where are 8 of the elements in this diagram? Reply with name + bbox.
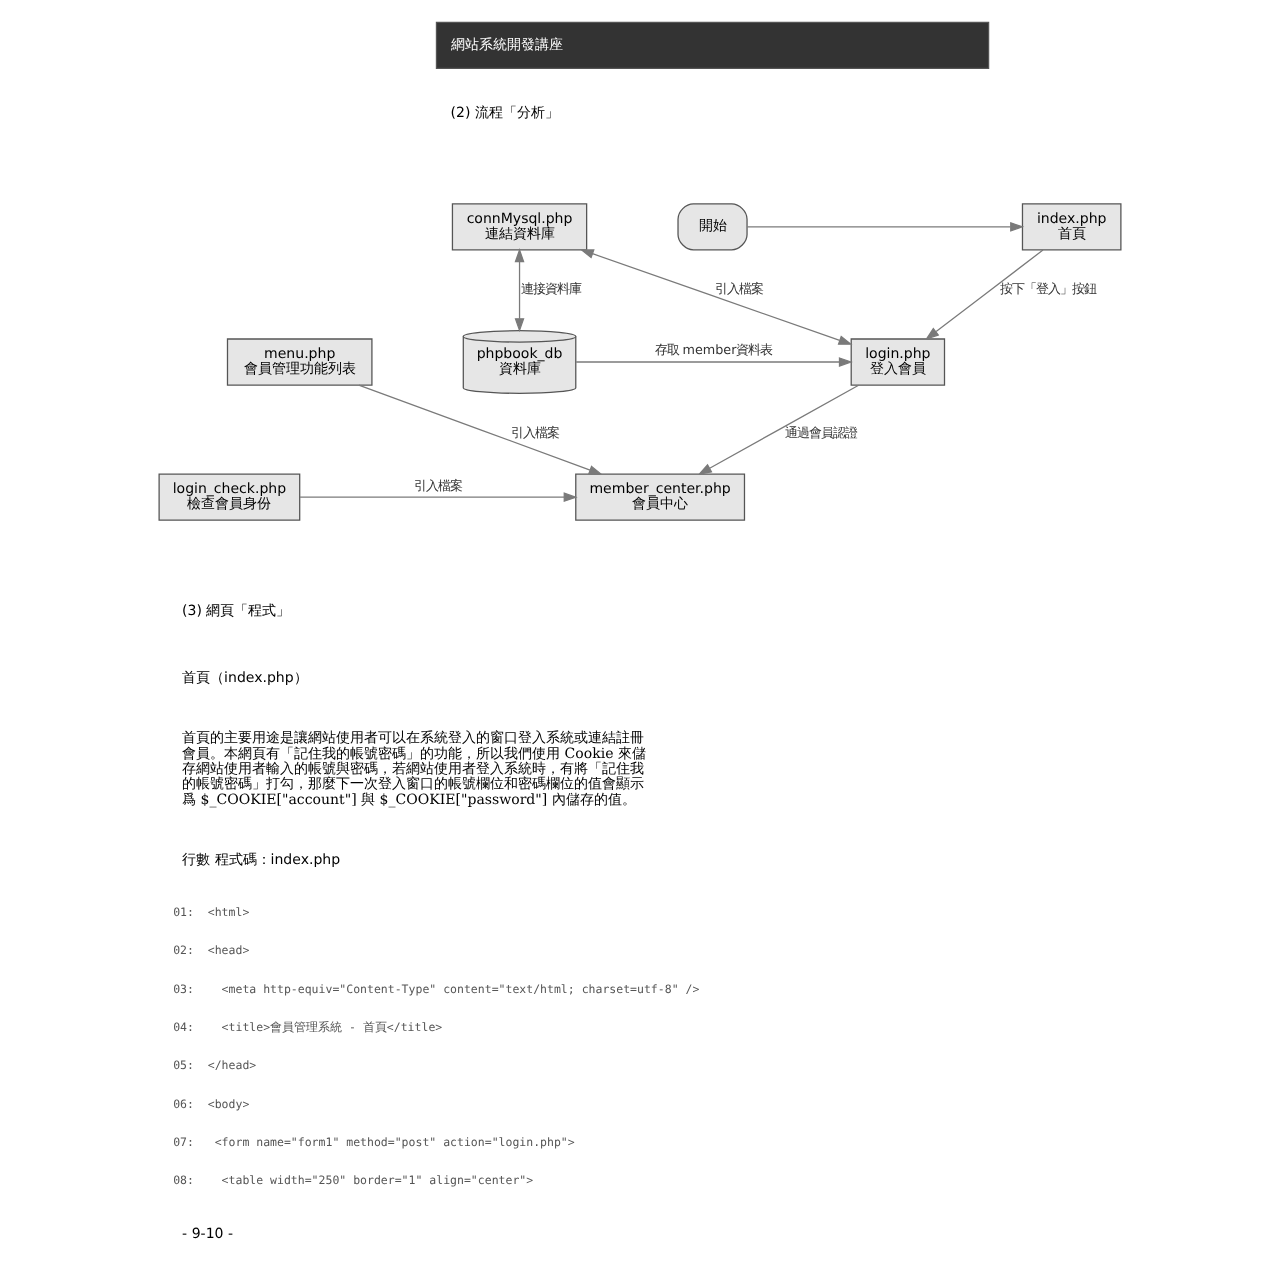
arrow bbox=[299, 492, 578, 503]
arrow bbox=[746, 221, 1025, 232]
arrow bbox=[358, 384, 603, 475]
arrow bbox=[697, 384, 860, 475]
arrow bbox=[925, 249, 1044, 340]
arrow bbox=[579, 249, 853, 345]
arrow bbox=[514, 248, 525, 333]
arrow bbox=[575, 357, 853, 367]
